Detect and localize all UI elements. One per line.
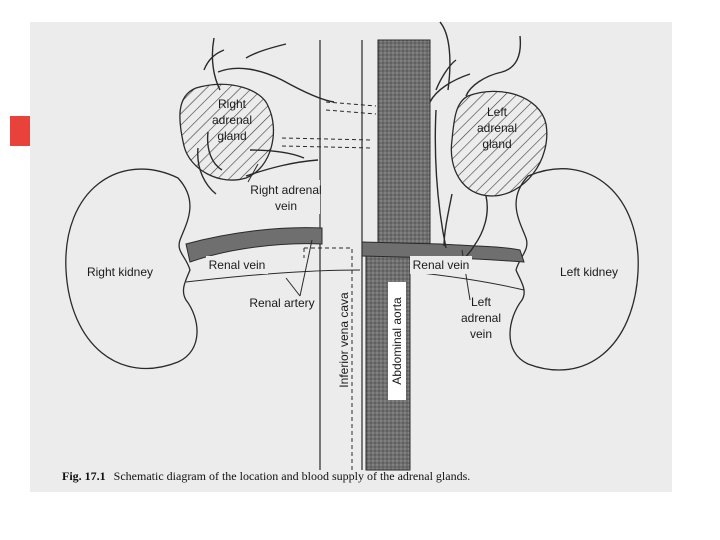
caption-figure-number: Fig. 17.1 xyxy=(62,469,106,483)
label-bg-right-adrenal-vein xyxy=(252,180,320,214)
label-left-adrenal-vein-line3: vein xyxy=(470,327,492,341)
label-right-adrenal-line3: gland xyxy=(217,129,246,143)
label-renal-artery: Renal artery xyxy=(249,296,314,310)
label-right-adrenal-vein-line1: Right adrenal xyxy=(250,183,321,197)
label-left-adrenal-line2: adrenal xyxy=(477,121,517,135)
label-bg-renal-vein-right xyxy=(206,256,268,274)
caption-text: Schematic diagram of the location and bl… xyxy=(114,469,471,483)
label-left-adrenal-line1: Left xyxy=(487,105,508,119)
label-right-adrenal-line1: Right xyxy=(218,97,247,111)
ivc-junction xyxy=(321,226,361,248)
label-left-adrenal-vein-line2: adrenal xyxy=(461,311,501,325)
label-right-kidney: Right kidney xyxy=(87,265,153,279)
label-bg-abdominal-aorta xyxy=(388,282,406,400)
label-renal-vein-left: Renal vein xyxy=(413,258,470,272)
right-renal-artery xyxy=(185,269,361,283)
label-bg-renal-vein-left xyxy=(410,256,472,274)
label-renal-vein-right: Renal vein xyxy=(209,258,266,272)
label-inferior-vena-cava: Inferior vena cava xyxy=(337,292,351,388)
label-right-adrenal-vein-line2: vein xyxy=(275,199,297,213)
label-right-adrenal-line2: adrenal xyxy=(212,113,252,127)
accent-marker xyxy=(10,116,30,146)
right-adrenal-vessels xyxy=(197,37,335,195)
label-bg-right-kidney xyxy=(84,263,158,281)
figure-caption: Fig. 17.1 Schematic diagram of the locati… xyxy=(62,469,470,483)
label-left-adrenal-line3: gland xyxy=(482,137,511,151)
dashed-vessel-outline xyxy=(303,247,353,470)
label-abdominal-aorta: Abdominal aorta xyxy=(390,297,404,385)
label-left-adrenal-vein-line1: Left xyxy=(471,295,492,309)
right-adrenal-gland-shape xyxy=(179,83,275,181)
left-adrenal-gland-shape xyxy=(450,90,548,197)
label-left-kidney: Left kidney xyxy=(560,265,618,279)
label-bg-left-kidney xyxy=(554,263,624,281)
right-renal-vein xyxy=(185,227,323,263)
